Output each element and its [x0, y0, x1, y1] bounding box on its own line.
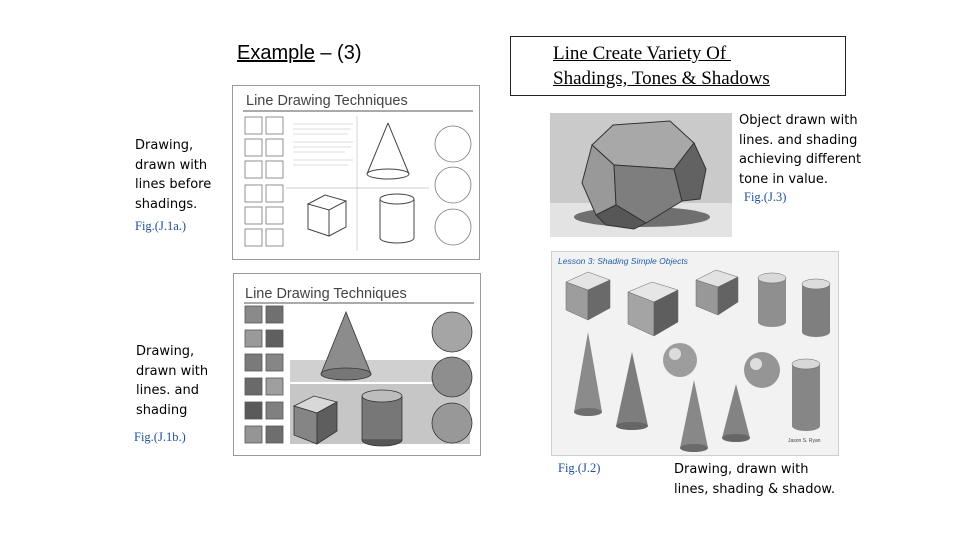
caption-line: lines before — [135, 177, 212, 192]
title-line-1: Line Create Variety Of — [553, 43, 731, 64]
caption-line: tone in value. — [739, 171, 829, 187]
worksheet-heading: Line Drawing Techniques — [245, 286, 407, 302]
caption-line: shadings. — [135, 196, 198, 212]
caption-j3: Object drawn with lines. and shading ach… — [739, 111, 861, 189]
image-shaded-worksheet: Line Drawing Techniques — [233, 273, 481, 456]
caption-j1a: Drawing, drawn with lines before shading… — [135, 136, 211, 214]
example-word: Example — [237, 42, 315, 64]
title-box: Line Create Variety Of Shadings, Tones &… — [510, 36, 846, 96]
caption-line: lines, shading & shadow. — [674, 481, 835, 497]
worksheet-shaded-drawing — [244, 302, 474, 447]
caption-line: Object drawn with — [739, 113, 858, 128]
lesson-heading: Lesson 3: Shading Simple Objects — [558, 256, 688, 266]
caption-line: Drawing, drawn with — [674, 462, 809, 477]
worksheet-heading: Line Drawing Techniques — [246, 93, 408, 109]
caption-line: achieving different — [739, 152, 862, 167]
caption-j1b: Drawing, drawn with lines. and shading — [136, 342, 208, 420]
caption-line: Drawing, — [135, 138, 194, 153]
fig-label-j3: Fig.(J.3) — [744, 190, 787, 204]
example-number: – (3) — [314, 42, 362, 64]
example-heading: Example – (3) — [237, 42, 362, 65]
caption-line: lines. and — [136, 383, 199, 398]
worksheet-drawing — [243, 110, 473, 251]
image-shading-lesson: Lesson 3: Shading Simple Objects — [551, 251, 839, 456]
image-shaded-polyhedron — [550, 113, 732, 237]
caption-line: lines. and shading — [739, 132, 858, 148]
image-line-drawing-worksheet: Line Drawing Techniques — [232, 85, 480, 260]
fig-label-j2: Fig.(J.2) — [558, 461, 601, 475]
lesson-credit: Jason S. Ryan — [788, 438, 821, 444]
caption-line: shading — [136, 402, 188, 418]
caption-line: Drawing, — [136, 344, 195, 359]
caption-j2: Drawing, drawn with lines, shading & sha… — [674, 460, 835, 499]
polyhedron-drawing — [550, 113, 732, 237]
fig-label-j1a: Fig.(J.1a.) — [135, 219, 187, 233]
caption-line: drawn with — [136, 363, 209, 379]
fig-label-j1b: Fig.(J.1b.) — [134, 430, 186, 444]
title-line-2: Shadings, Tones & Shadows — [553, 68, 770, 89]
lesson-drawing — [565, 269, 831, 452]
caption-line: drawn with — [135, 157, 208, 173]
